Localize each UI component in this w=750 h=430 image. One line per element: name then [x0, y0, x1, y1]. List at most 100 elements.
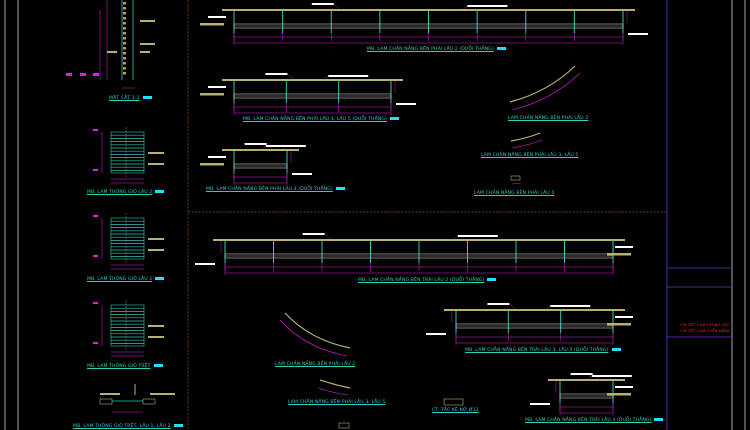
label-text: MB. LAM CHẮN NẮNG BÊN PHẢI LẦU 4 (DUỖI T…	[206, 187, 333, 192]
callout-tag	[467, 5, 508, 7]
scale-tag	[389, 117, 399, 120]
scale-tag	[496, 47, 506, 50]
section-slat	[123, 72, 126, 75]
callout-tag	[302, 233, 325, 235]
vent-tag	[100, 393, 120, 395]
callout-tag	[457, 235, 498, 237]
vent-detail	[142, 398, 156, 405]
section-tag	[140, 51, 150, 53]
tag	[195, 263, 215, 265]
vent-detail	[99, 398, 113, 405]
label-right-l4-curved: LAM CHẮN NẮNG BÊN PHẢI LẦU 4	[474, 191, 555, 196]
scale-tag	[155, 190, 165, 193]
scale-tag	[155, 277, 165, 280]
tag	[615, 246, 633, 248]
label-text: MB. LAM CHẮN NẮNG BÊN PHẢI LẦU 2 (DUỖI T…	[367, 47, 494, 52]
section-tag	[107, 51, 117, 53]
curved-panel	[510, 132, 541, 142]
callout-tag	[311, 3, 334, 5]
label-right-l3-l5-curved: LAM CHẮN NẮNG BÊN PHẢI LẦU 3, LẦU 5	[481, 153, 579, 158]
leader	[463, 5, 468, 10]
label-text: MB. LAM CHẮN NẮNG BÊN TRÁI LẦU 2 (DUỖI T…	[358, 278, 485, 283]
label-anchor-detail: CT. TẮC KÊ NỞ Ø12	[432, 408, 479, 413]
vent-tag	[148, 336, 164, 338]
leader	[261, 145, 266, 150]
beam	[222, 149, 299, 151]
curved-panel	[510, 175, 521, 181]
leader	[509, 303, 516, 310]
section-slat	[123, 52, 126, 55]
tag	[426, 333, 446, 335]
label-text: MB. LAM THÔNG GIÓ TRỆT	[87, 364, 151, 369]
tag	[530, 403, 550, 405]
section-tag	[140, 20, 155, 22]
beam	[444, 309, 625, 311]
tag	[208, 86, 226, 88]
floor-marker	[200, 163, 224, 166]
section-slat	[123, 42, 126, 45]
level-marker	[93, 342, 98, 344]
level-marker	[66, 73, 72, 76]
label-vent-l1: MB. LAM THÔNG GIÓ LẦU 1	[87, 277, 165, 282]
tag	[615, 316, 633, 318]
leader	[587, 375, 592, 380]
scale-tag	[611, 348, 621, 351]
leader	[324, 233, 331, 240]
callout-tag	[487, 303, 510, 305]
beam	[548, 379, 625, 381]
section-slat	[123, 57, 126, 60]
anchor-detail	[443, 398, 464, 406]
callout-tag	[550, 305, 591, 307]
level-marker	[93, 129, 98, 131]
level-marker	[93, 73, 99, 76]
label-text: MẶT CẮT 1-1	[109, 96, 140, 101]
tag	[396, 103, 416, 105]
curved-panel	[319, 379, 351, 389]
vent-tag	[148, 152, 164, 154]
title-block-line-2: CHI TIẾT LAM CHẮN NẮNG	[680, 328, 730, 333]
section-tag	[140, 43, 155, 45]
curved-dimension	[511, 182, 522, 185]
label-vent-ground: MB. LAM THÔNG GIÓ TRỆT	[87, 364, 163, 369]
curved-dimension	[511, 72, 581, 111]
label-vent-l2: MB. LAM THÔNG GIÓ LẦU 2	[87, 190, 165, 195]
floor-marker	[200, 23, 224, 26]
vent-tag	[150, 393, 175, 395]
scale-tag	[335, 187, 345, 190]
scale-tag	[654, 418, 664, 421]
label-right-l2-curved: LAM CHẮN NẮNG BÊN PHẢI LẦU 2	[508, 116, 589, 121]
curved-panel	[284, 312, 351, 349]
section-slat	[123, 32, 126, 35]
label-curved-l3-l5: LAM CHẮN NẮNG BÊN PHẢI LẦU 3, LẦU 5	[288, 400, 386, 405]
callout-tag	[570, 373, 593, 375]
tag	[292, 173, 312, 175]
beam	[222, 79, 403, 81]
section-slat	[123, 27, 126, 30]
tag	[208, 156, 226, 158]
level-marker	[93, 169, 98, 171]
vent-panel	[110, 304, 145, 347]
leader	[324, 75, 329, 80]
level-marker	[93, 215, 98, 217]
label-left-l3-l5-straight: MB. LAM CHẮN NẮNG BÊN TRÁI LẦU 3, LẦU 5 …	[465, 348, 621, 353]
floor-marker	[200, 93, 224, 96]
label-right-l4-straight: MB. LAM CHẮN NẮNG BÊN PHẢI LẦU 4 (DUỖI T…	[206, 187, 345, 192]
level-marker	[93, 255, 98, 257]
callout-tag	[265, 73, 288, 75]
section-slat	[123, 62, 126, 65]
leader	[333, 3, 340, 10]
vent-tag	[148, 238, 164, 240]
label-text: MB. LAM CHẮN NẮNG BÊN TRÁI LẦU 3, LẦU 5 …	[465, 348, 609, 353]
curved-panel	[509, 65, 576, 103]
tag	[615, 386, 633, 388]
vent-panel	[110, 131, 145, 174]
leader	[546, 305, 551, 310]
curved-dimension	[279, 319, 348, 357]
level-marker	[93, 302, 98, 304]
curved-dimension	[317, 387, 349, 396]
scale-tag	[142, 96, 152, 99]
callout-tag	[244, 143, 267, 145]
label-text: MB. LAM THÔNG GIÓ LẦU 2	[87, 190, 153, 195]
label-left-l2-straight: MB. LAM CHẮN NẮNG BÊN TRÁI LẦU 2 (DUỖI T…	[358, 278, 497, 283]
